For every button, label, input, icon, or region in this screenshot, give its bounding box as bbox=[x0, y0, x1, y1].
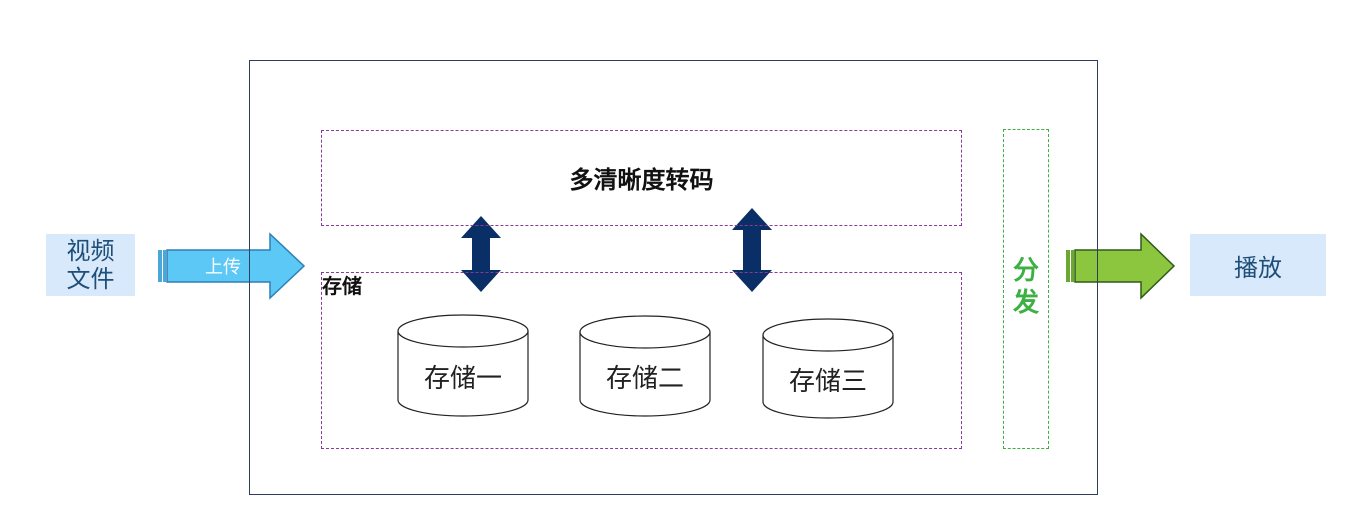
double-arrow-right bbox=[732, 208, 772, 292]
distribute-line-1: 分 bbox=[1012, 256, 1039, 286]
distribute-label: 分 发 bbox=[1003, 255, 1049, 319]
video-file-box: 视频 文件 bbox=[46, 234, 135, 296]
play-box: 播放 bbox=[1190, 234, 1326, 296]
storage-item-label-3: 存储三 bbox=[788, 367, 867, 397]
storage-item-label-2: 存储二 bbox=[605, 364, 684, 394]
storage-item-label-1: 存储一 bbox=[423, 364, 502, 394]
transcode-box bbox=[321, 130, 962, 226]
play-label: 播放 bbox=[1234, 253, 1282, 282]
storage-cylinder-1 bbox=[397, 314, 529, 417]
video-file-line-1: 视频 bbox=[66, 237, 115, 265]
video-file-line-2: 文件 bbox=[66, 265, 115, 293]
upload-arrow bbox=[158, 232, 306, 300]
distribute-line-2: 发 bbox=[1012, 288, 1039, 318]
double-arrow-left bbox=[461, 216, 501, 292]
distribute-arrow bbox=[1066, 232, 1176, 300]
storage-cylinder-3 bbox=[762, 318, 894, 419]
storage-cylinder-2 bbox=[579, 315, 711, 417]
transcode-label: 多清晰度转码 bbox=[569, 166, 714, 194]
system-frame bbox=[249, 60, 1098, 495]
distribute-box bbox=[1003, 129, 1049, 449]
upload-label: 上传 bbox=[205, 257, 241, 278]
storage-label: 存储 bbox=[322, 274, 362, 298]
storage-box bbox=[321, 272, 962, 449]
